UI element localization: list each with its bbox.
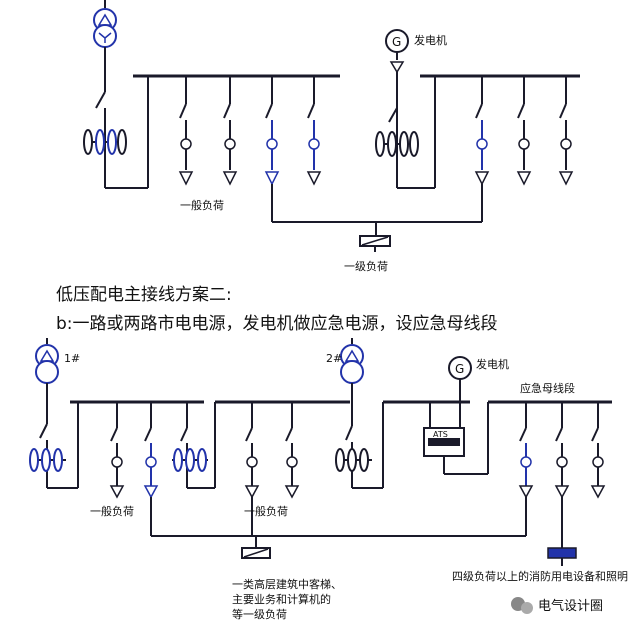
critical-load-label: 一级负荷 bbox=[344, 259, 388, 273]
transfer-switch-icon bbox=[359, 235, 391, 252]
current-transformer-icon bbox=[335, 448, 372, 472]
diagram-2: 1# bbox=[29, 338, 628, 621]
generator-icon: G bbox=[385, 29, 409, 74]
generator-label: 发电机 bbox=[476, 357, 509, 371]
feeder-3-critical bbox=[264, 76, 280, 222]
transformer-2-label: 2# bbox=[326, 352, 342, 365]
diagram-1: 一般负荷 G 发电机 bbox=[83, 0, 580, 273]
transfer-switch-icon bbox=[241, 547, 271, 559]
transformer-1-icon bbox=[35, 338, 59, 384]
critical-load-note-2: 主要业务和计算机的 bbox=[232, 592, 331, 606]
feeder-1 bbox=[178, 76, 194, 186]
emergency-load-note: 四级负荷以上的消防用电设备和照明 bbox=[452, 569, 628, 583]
current-transformer-icon bbox=[83, 129, 127, 155]
feeder-e1 bbox=[518, 402, 534, 536]
feeder-4 bbox=[306, 76, 322, 186]
feeder-7 bbox=[558, 76, 574, 186]
feeder-e3 bbox=[590, 402, 606, 499]
switch-icon bbox=[95, 91, 106, 109]
feeder-a2-critical bbox=[143, 402, 159, 536]
transformer-1-icon bbox=[93, 0, 117, 48]
scheme-description: b:一路或两路市电电源，发电机做应急电源，设应急母线段 bbox=[56, 314, 498, 334]
feeder-b2 bbox=[284, 402, 300, 499]
current-transformer-icon bbox=[375, 131, 419, 157]
bus-tie-ct-left bbox=[172, 402, 216, 489]
emergency-bus-label: 应急母线段 bbox=[520, 381, 575, 395]
critical-load-note-3: 等一级负荷 bbox=[232, 607, 287, 621]
feeder-b1 bbox=[244, 402, 260, 536]
ats-label: ATS bbox=[433, 430, 448, 439]
generator-icon: G bbox=[448, 356, 472, 380]
feeder-2 bbox=[222, 76, 238, 186]
general-load-right-label: 一般负荷 bbox=[244, 504, 288, 518]
generator-label: 发电机 bbox=[414, 33, 447, 47]
feeder-e2 bbox=[554, 402, 570, 548]
transformer-1-label: 1# bbox=[64, 352, 80, 365]
feeder-5-critical bbox=[474, 76, 490, 222]
current-transformer-icon bbox=[29, 448, 66, 472]
general-load-left-label: 一般负荷 bbox=[90, 504, 134, 518]
wechat-logo-icon bbox=[511, 597, 533, 614]
general-load-label: 一般负荷 bbox=[180, 198, 224, 212]
emergency-switch-icon bbox=[547, 547, 577, 566]
feeder-6 bbox=[516, 76, 532, 186]
svg-text:G: G bbox=[392, 35, 401, 49]
transformer-2-icon bbox=[340, 338, 364, 384]
svg-text:G: G bbox=[455, 362, 464, 376]
watermark-text: 电气设计圈 bbox=[538, 598, 603, 614]
ats-icon: ATS bbox=[423, 427, 465, 457]
feeder-a1 bbox=[109, 402, 125, 499]
critical-load-note-1: 一类高层建筑中客梯、 bbox=[232, 577, 342, 591]
scheme-title: 低压配电主接线方案二: bbox=[56, 285, 232, 305]
